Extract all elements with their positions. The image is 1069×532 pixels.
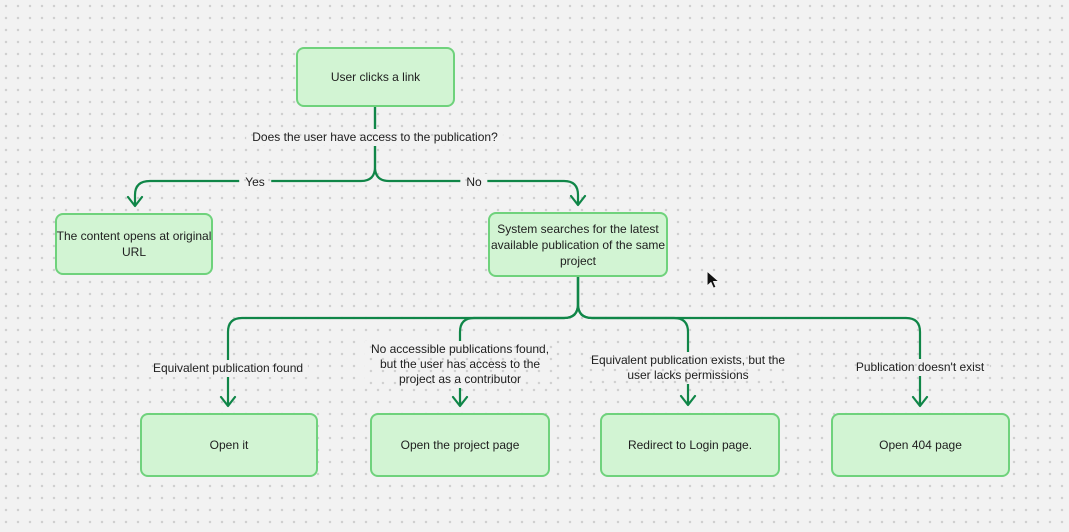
node-label: available publication of the same	[490, 237, 666, 252]
node-label: Redirect to Login page.	[627, 438, 753, 452]
edge-label-lacks-permissions[interactable]: Equivalent publication exists, but the u…	[584, 352, 792, 384]
connector-no-accessible[interactable]	[451, 275, 580, 408]
connector-lacks-permissions[interactable]	[576, 275, 697, 407]
connector-yes-branch[interactable]	[126, 105, 377, 208]
edge-label-no-accessible-publications[interactable]: No accessible publications found, but th…	[364, 341, 556, 388]
node-open-project-page[interactable]: Open the project page	[370, 413, 550, 477]
node-redirect-login-page[interactable]: Redirect to Login page.	[600, 413, 780, 477]
node-label: Open 404 page	[879, 438, 962, 452]
edge-label-access-question[interactable]: Does the user have access to the publica…	[246, 129, 504, 146]
node-content-opens-original-url[interactable]: The content opens at original URL	[55, 213, 213, 275]
node-open-404-page[interactable]: Open 404 page	[831, 413, 1010, 477]
node-label: Open the project page	[400, 438, 520, 452]
node-label: The content opens at original	[56, 229, 212, 243]
edge-label-publication-doesnt-exist[interactable]: Publication doesn't exist	[849, 359, 991, 376]
node-open-it[interactable]: Open it	[140, 413, 318, 477]
node-label: project	[559, 253, 597, 268]
node-label: Open it	[209, 438, 249, 452]
edge-label-equivalent-publication-found[interactable]: Equivalent publication found	[146, 360, 310, 377]
edge-label-yes[interactable]: Yes	[239, 174, 271, 191]
edge-label-no[interactable]: No	[460, 174, 488, 191]
connector-doesnt-exist[interactable]	[576, 275, 929, 408]
node-label: System searches for the latest	[497, 221, 659, 236]
node-label: User clicks a link	[330, 70, 421, 84]
node-label: URL	[121, 245, 146, 259]
node-system-searches-latest-publication[interactable]: System searches for the latest available…	[488, 212, 668, 277]
node-user-clicks-link[interactable]: User clicks a link	[296, 47, 455, 107]
